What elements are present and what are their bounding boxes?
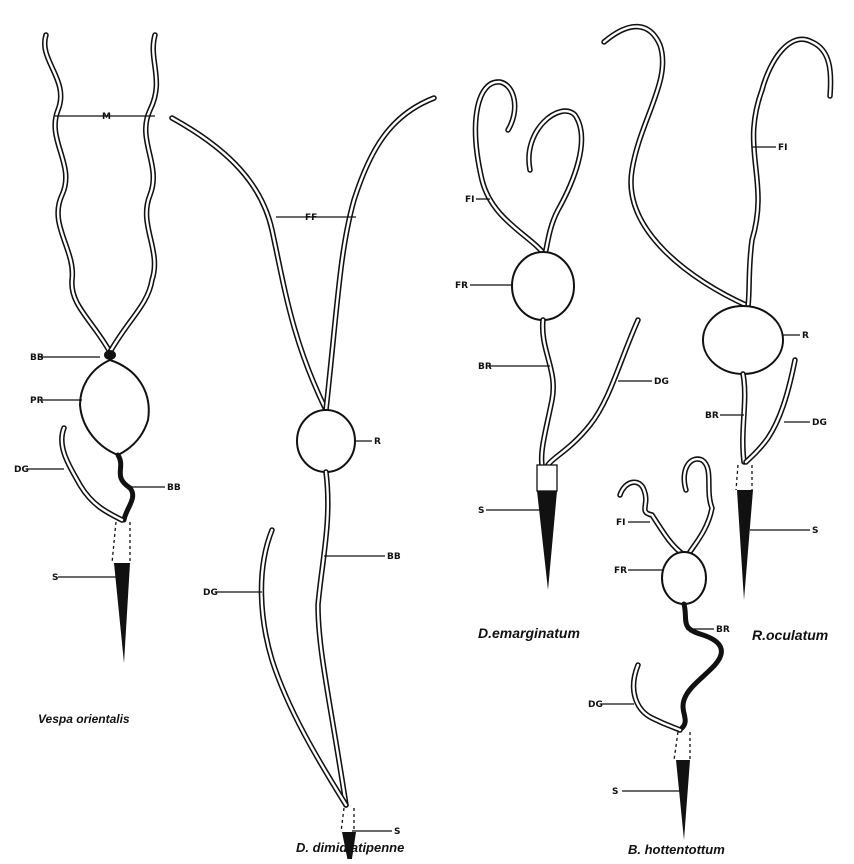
oculatum-label-reservoir: R [802,331,809,341]
oculatum-label-sting: S [812,526,818,536]
hottentottum-label-dufour: DG [588,700,603,710]
caption-dimidiatipenne: D. dimidiatipenne [296,840,404,855]
hottentottum-label-filament: FI [616,518,626,528]
oculatum-drawing: FI R BR DG S [604,27,831,600]
oculatum-label-dufour: DG [812,418,827,428]
oculatum-label-filament: FI [778,143,788,153]
dimidiatipenne-label-dufour: DG [203,588,218,598]
hottentottum-label-duct: BR [716,625,730,635]
vespa-label-dufour: DG [14,465,29,475]
caption-emarginatum: D.emarginatum [478,625,580,641]
emarginatum-label-dufour: DG [654,377,669,387]
vespa-orientalis-drawing: M BB PR DG BB S [14,35,181,663]
emarginatum-label-duct: BR [478,362,492,372]
vespa-label-junction: BB [30,353,44,363]
dimidiatipenne-label-sting: S [394,827,400,837]
caption-oculatum: R.oculatum [752,627,828,643]
hottentottum-label-sting: S [612,787,618,797]
caption-vespa-orientalis: Vespa orientalis [38,712,130,726]
emarginatum-label-sting: S [478,506,484,516]
dimidiatipenne-label-reservoir: R [374,437,381,447]
vespa-label-sting: S [52,573,58,583]
dimidiatipenne-label-filament: FF [305,213,317,223]
hottentottum-drawing: FI FR BR DG S [588,459,730,840]
hottentottum-label-reservoir: FR [614,566,627,576]
vespa-label-duct: BB [167,483,181,493]
oculatum-label-duct: BR [705,411,719,421]
emarginatum-label-reservoir: FR [455,281,468,291]
emarginatum-label-filament: FI [465,195,475,205]
vespa-label-filament: M [102,112,111,122]
dimidiatipenne-drawing: FF R BB DG S [172,98,434,859]
vespa-label-reservoir: PR [30,396,44,406]
caption-hottentottum: B. hottentottum [628,842,725,857]
dimidiatipenne-label-duct: BB [387,552,401,562]
